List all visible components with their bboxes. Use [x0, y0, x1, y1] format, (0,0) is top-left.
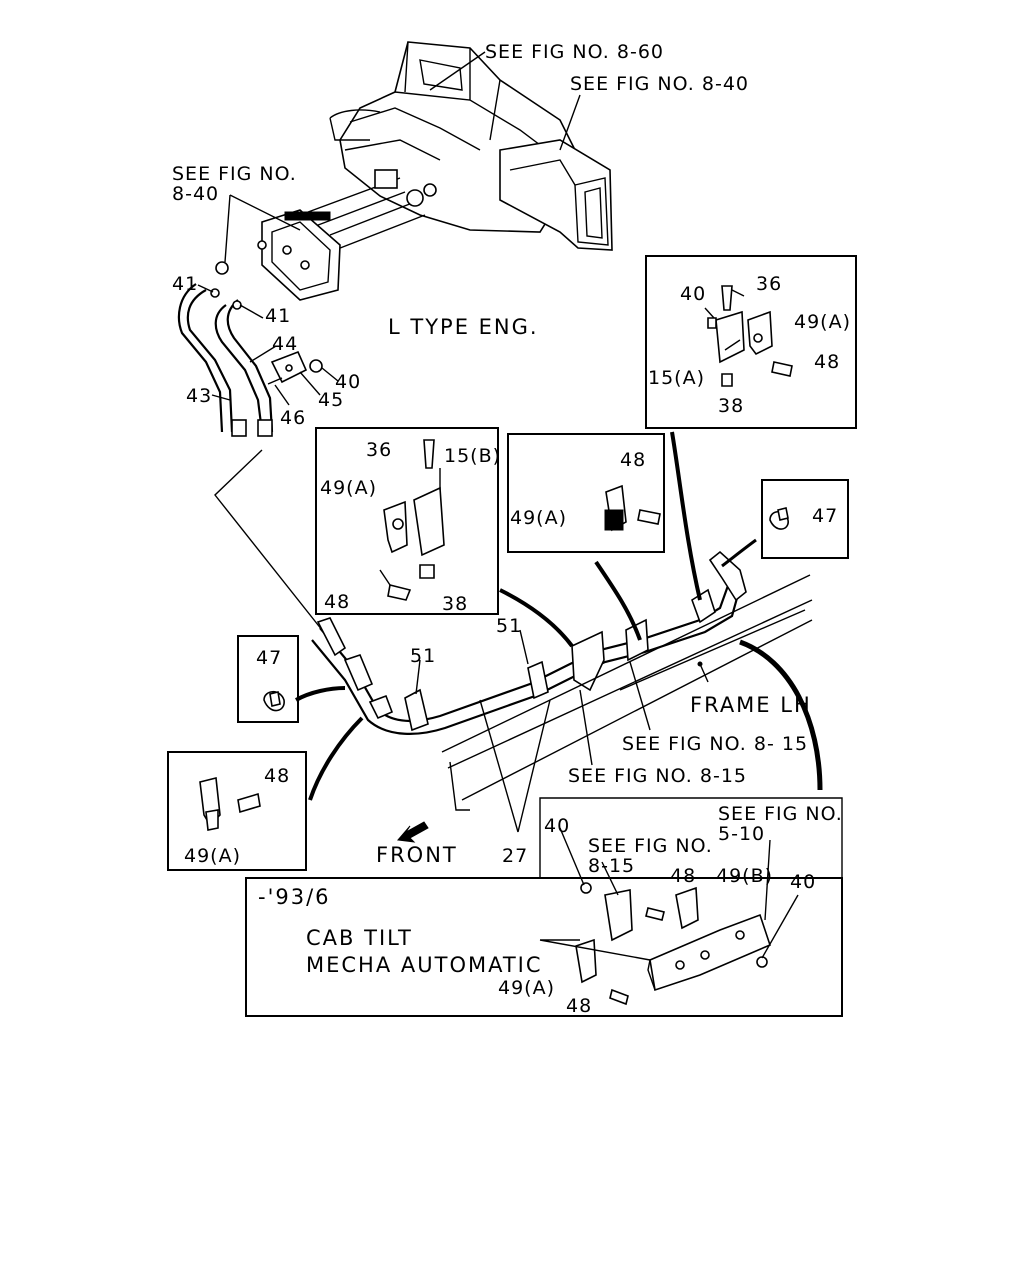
callout-48b: 48: [324, 591, 350, 613]
front-arrow-icon: [397, 821, 429, 843]
callout-44: 44: [272, 333, 298, 355]
callout-49a-5: 49(A): [498, 977, 555, 999]
detail-box-49a-lower: [167, 751, 307, 871]
callout-48c: 48: [620, 449, 646, 471]
mecha-automatic-label: MECHA AUTOMATIC: [306, 953, 543, 977]
detail-box-47-left: [237, 635, 299, 723]
see-fig-8-15-a-label: SEE FIG NO. 8- 15: [622, 733, 808, 755]
see-fig-5-10-label-1: SEE FIG NO.: [718, 803, 843, 825]
see-fig-no-left-label: SEE FIG NO.: [172, 163, 297, 185]
callout-36a: 36: [756, 273, 782, 295]
type-eng-label: L TYPE ENG.: [388, 315, 539, 339]
see-fig-5-10-label-2: 5-10: [718, 823, 765, 845]
frame-lh-label: FRAME LH: [690, 693, 812, 717]
callout-47b: 47: [256, 647, 282, 669]
callout-43: 43: [186, 385, 212, 407]
detail-box-15b: [315, 427, 499, 615]
callout-48a: 48: [814, 351, 840, 373]
callout-51a: 51: [496, 615, 522, 637]
callout-41b: 41: [265, 305, 291, 327]
callout-15b: 15(B): [444, 445, 501, 467]
callout-36b: 36: [366, 439, 392, 461]
callout-49b: 49(B): [716, 865, 773, 887]
valve-bracket: [215, 209, 341, 301]
heater-unit: [299, 41, 613, 251]
callout-45: 45: [318, 389, 344, 411]
callout-47a: 47: [812, 505, 838, 527]
see-fig-8-40-left-label: 8-40: [172, 183, 219, 205]
see-fig-8-15-c-label-1: SEE FIG NO.: [588, 835, 713, 857]
callout-arcs: [295, 431, 823, 801]
callout-49a-4: 49(A): [184, 845, 241, 867]
callout-51b: 51: [410, 645, 436, 667]
see-fig-8-60-label: SEE FIG NO. 8-60: [485, 41, 664, 63]
callout-38a: 38: [718, 395, 744, 417]
callout-15a: 15(A): [648, 367, 705, 389]
callout-49a-3: 49(A): [510, 507, 567, 529]
callout-40a: 40: [335, 371, 361, 393]
callout-48e: 48: [670, 865, 696, 887]
callout-38b: 38: [442, 593, 468, 615]
detail-box-47-right: [761, 479, 849, 559]
see-fig-8-40-top-label: SEE FIG NO. 8-40: [570, 73, 749, 95]
detail-box-cab-tilt: [245, 797, 843, 1017]
leader-line: [214, 449, 323, 631]
callout-40c: 40: [544, 815, 570, 837]
callout-41a: 41: [172, 273, 198, 295]
pipe-assembly: [311, 550, 747, 735]
callout-27: 27: [502, 845, 528, 867]
callout-48d: 48: [264, 765, 290, 787]
heater-hoses: [177, 283, 323, 437]
see-fig-8-15-c-label-2: 8-15: [588, 855, 635, 877]
callout-49a-1: 49(A): [794, 311, 851, 333]
callout-46: 46: [280, 407, 306, 429]
label-leaders: [197, 51, 709, 833]
detail-box-49a: [507, 433, 665, 553]
cab-tilt-label: CAB TILT: [306, 926, 413, 950]
callout-49a-2: 49(A): [320, 477, 377, 499]
callout-40b: 40: [680, 283, 706, 305]
front-label: FRONT: [376, 843, 458, 867]
see-fig-8-15-b-label: SEE FIG NO. 8-15: [568, 765, 747, 787]
detail-box-15a: [645, 255, 857, 429]
callout-48f: 48: [566, 995, 592, 1017]
date-code-label: -'93/6: [258, 885, 331, 909]
callout-40d: 40: [790, 871, 816, 893]
